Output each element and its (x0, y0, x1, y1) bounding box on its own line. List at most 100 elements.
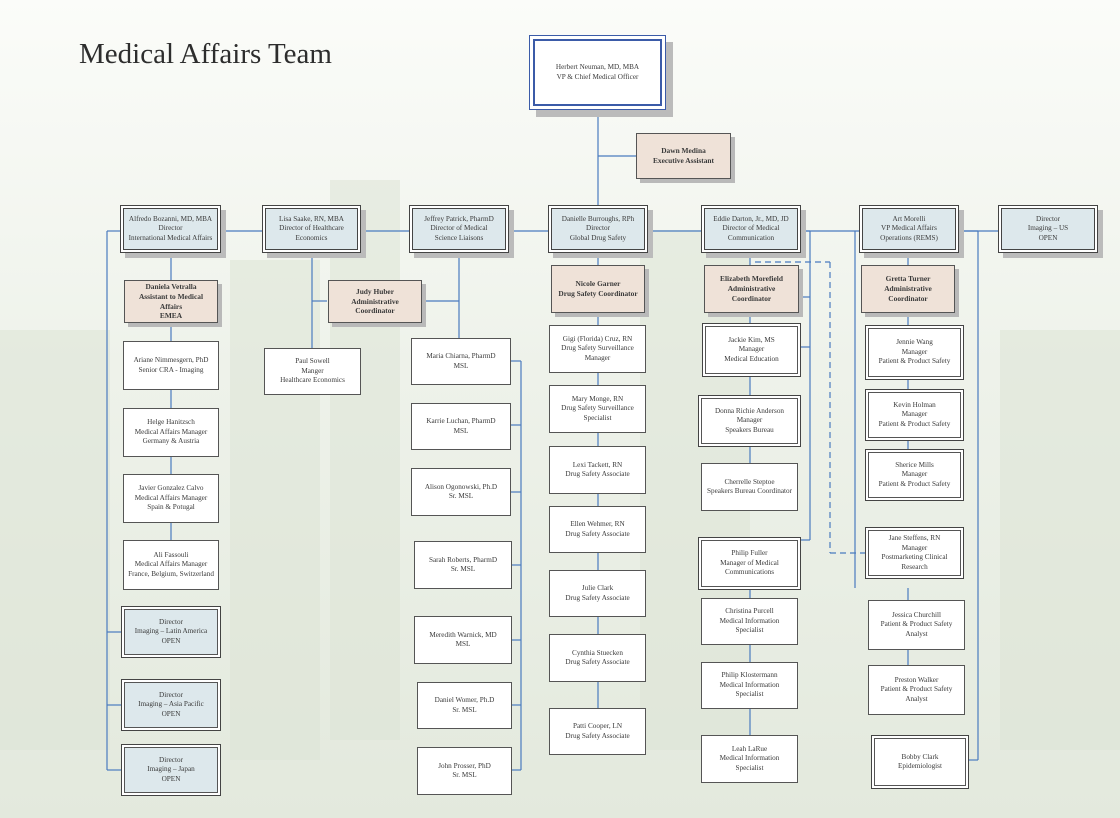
staff-box-javier: Javier Gonzalez Calvo Medical Affairs Ma… (123, 474, 219, 523)
box-line: Patient & Product Safety (878, 419, 951, 428)
staff-box-leah: Leah LaRue Medical Information Specialis… (701, 735, 798, 783)
box-line: Daniela Vetralla (145, 281, 197, 291)
box-line: Patient & Product Safety (880, 685, 953, 694)
box-line: MSL (453, 361, 469, 370)
box-line: Operations (REMS) (880, 233, 938, 242)
staff-box-jessica: Jessica Churchill Patient & Product Safe… (868, 600, 965, 650)
box-line: Sarah Roberts, PharmD (428, 555, 498, 564)
box-line: Drug Safety Coordinator (558, 289, 638, 298)
box-line: Drug Safety Surveillance (561, 344, 634, 353)
box-line: Meredith Warnick, MD (429, 630, 497, 639)
box-line: Jennie Wang (896, 338, 933, 347)
box-line: John Prosser, PhD (438, 761, 491, 770)
box-line: Manager (901, 470, 928, 479)
staff-box-lexi: Lexi Tackett, RN Drug Safety Associate (549, 446, 646, 494)
box-line: Mary Monge, RN (571, 394, 624, 403)
box-line: Alison Ogonowski, Ph.D (424, 482, 498, 491)
box-line: Javier Gonzalez Calvo (138, 484, 204, 493)
box-line: Director (159, 617, 183, 626)
box-line: Elizabeth Morefield (720, 274, 783, 284)
box-line: Communications (724, 568, 775, 577)
page-title: Medical Affairs Team (79, 38, 332, 70)
staff-box-sherice: Sherice Mills Manager Patient & Product … (868, 452, 961, 498)
staff-box-preston: Preston Walker Patient & Product Safety … (868, 665, 965, 715)
director-box-art: Art Morelli VP Medical Affairs Operation… (862, 208, 956, 250)
box-line: Imaging – US (1027, 224, 1069, 233)
box-line: Manager (901, 347, 928, 356)
box-line: Drug Safety Associate (565, 658, 630, 666)
box-line: Sr. MSL (450, 565, 476, 573)
box-line: Assistant to Medical Affairs (138, 291, 204, 311)
box-line: VP & Chief Medical Officer (556, 72, 639, 81)
box-line: Imaging – Asia Pacific (138, 700, 204, 709)
box-line: Jeffrey Patrick, PharmD (424, 214, 494, 223)
box-line: Manager (736, 416, 763, 425)
box-line: Medical Affairs Manager (134, 560, 208, 569)
box-line: Julie Clark (581, 584, 614, 592)
box-line: Cynthia Stuecken (572, 648, 623, 657)
open-box-imaging-japan: Director Imaging – Japan OPEN (124, 747, 218, 793)
staff-box-ariane: Ariane Nimmesgern, PhD Senior CRA - Imag… (123, 341, 219, 390)
director-box-imaging-us: Director Imaging – US OPEN (1001, 208, 1095, 250)
box-line: Jane Steffens, RN (888, 534, 941, 542)
box-line: Global Drug Safety (569, 233, 627, 242)
box-line: Karrie Luchan, PharmD (426, 417, 496, 425)
box-line: Spain & Potugal (147, 503, 195, 512)
director-box-alfredo: Alfredo Bozanni, MD, MBA Director Intern… (123, 208, 218, 250)
box-line: Paul Sowell (295, 357, 330, 366)
assistant-box-gretta: Gretta Turner Administrative Coordinator (861, 265, 955, 313)
box-line: Ellen Wehmer, RN (570, 520, 625, 528)
box-line: Christina Purcell (725, 607, 774, 616)
staff-box-cynthia: Cynthia Stuecken Drug Safety Associate (549, 634, 646, 682)
staff-box-jennie: Jennie Wang Manager Patient & Product Sa… (868, 328, 961, 377)
box-line: Epidemiologist (898, 762, 942, 770)
box-line: Lisa Saake, RN, MBA (279, 214, 344, 223)
box-line: Economics (295, 233, 328, 242)
box-line: Medical Affairs Manager (134, 427, 208, 436)
open-box-imaging-latam: Director Imaging – Latin America OPEN (124, 609, 218, 655)
box-line: Drug Safety Associate (565, 470, 630, 478)
box-line: EMEA (159, 311, 183, 321)
box-line: Bobby Clark (901, 752, 939, 761)
box-line: Drug Safety Associate (565, 529, 630, 538)
director-box-jeffrey: Jeffrey Patrick, PharmD Director of Medi… (412, 208, 506, 250)
box-line: Administrative Coordinator (884, 284, 932, 303)
director-box-eddie: Eddie Darton, Jr., MD, JD Director of Me… (704, 208, 798, 250)
box-line: Herbert Neuman, MD, MBA (555, 63, 640, 71)
box-line: OPEN (1038, 233, 1058, 242)
box-line: Director (159, 690, 183, 699)
box-line: Communication (727, 233, 775, 242)
box-line: Eddie Darton, Jr., MD, JD (713, 214, 789, 223)
box-line: MSL (453, 426, 469, 435)
director-box-lisa: Lisa Saake, RN, MBA Director of Healthca… (265, 208, 358, 250)
box-line: Analyst (905, 694, 928, 703)
box-line: Medical Information (719, 680, 780, 689)
box-line: Donna Richie Anderson (714, 406, 785, 415)
box-line: Senior CRA - Imaging (138, 365, 204, 374)
assistant-box-judy: Judy Huber Administrative Coordinator (328, 280, 422, 323)
box-line: Jessica Churchill (892, 610, 941, 619)
box-line: Leah LaRue (731, 744, 768, 753)
box-line: Manager (901, 543, 928, 552)
box-line: Research (901, 562, 928, 571)
staff-box-meredith: Meredith Warnick, MD MSL (414, 616, 512, 664)
box-line: OPEN (161, 774, 181, 783)
open-box-imaging-apac: Director Imaging – Asia Pacific OPEN (124, 682, 218, 728)
staff-box-philip-klostermann: Philip Klostermann Medical Information S… (701, 662, 798, 709)
staff-box-maria: Maria Chiarna, PharmD MSL (411, 338, 511, 385)
box-line: Analyst (905, 629, 928, 638)
staff-box-gigi: Gigi (Florida) Cruz, RN Drug Safety Surv… (549, 325, 646, 373)
box-line: Gigi (Florida) Cruz, RN (562, 334, 633, 343)
director-box-danielle: Danielle Burroughs, RPh Director Global … (551, 208, 645, 250)
box-line: Medical Education (724, 354, 779, 363)
box-line: Gretta Turner (885, 274, 931, 284)
box-line: Manager (738, 345, 765, 354)
staff-box-ellen: Ellen Wehmer, RN Drug Safety Associate (549, 506, 646, 553)
box-line: Manger (301, 366, 324, 375)
box-line: Dawn Medina (661, 146, 706, 156)
box-line: Healthcare Economics (280, 376, 345, 385)
staff-box-cherrelle: Cherrelle Steptoe Speakers Bureau Coordi… (701, 463, 798, 511)
box-line: Daniel Womer, Ph.D (434, 696, 495, 704)
box-line: Cherrelle Steptoe (724, 477, 775, 486)
staff-box-helge: Helge Hanitzsch Medical Affairs Manager … (123, 408, 219, 457)
